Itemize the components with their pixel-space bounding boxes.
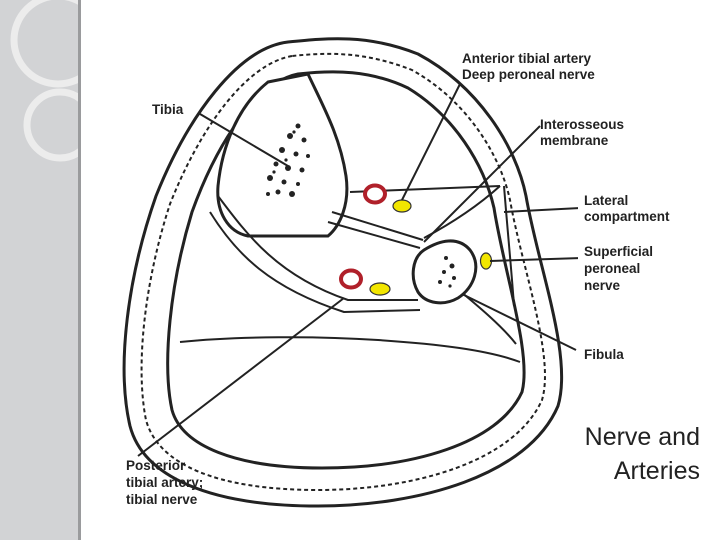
label-posterior-3: tibial nerve bbox=[126, 492, 198, 507]
lateral-septum bbox=[503, 185, 515, 307]
decorative-circles bbox=[10, 0, 78, 162]
slide-caption: Nerve and Arteries bbox=[500, 420, 700, 488]
leader-lines bbox=[137, 83, 578, 457]
tibia-marrow-speckles bbox=[266, 123, 310, 197]
posterior-septum bbox=[217, 195, 418, 301]
label-superficial-3: nerve bbox=[584, 278, 621, 293]
label-superficial-2: peroneal bbox=[584, 261, 641, 276]
caption-line-2: Arteries bbox=[613, 457, 700, 485]
label-interosseous-2: membrane bbox=[540, 133, 609, 148]
label-fibula: Fibula bbox=[584, 347, 624, 362]
label-superficial-1: Superficial bbox=[584, 244, 654, 259]
sidebar-divider bbox=[78, 0, 81, 540]
label-tibia: Tibia bbox=[152, 102, 184, 117]
slide-sidebar-decoration bbox=[0, 0, 78, 540]
label-lateral-1: Lateral bbox=[584, 193, 629, 208]
anterior-tibial-artery bbox=[363, 183, 387, 205]
tibial-nerve bbox=[369, 282, 391, 296]
label-posterior-1: Posterior bbox=[126, 458, 186, 473]
superficial-peroneal-nerve bbox=[479, 252, 493, 270]
posterior-tibial-artery bbox=[339, 268, 363, 290]
leg-cross-section-diagram bbox=[122, 37, 578, 508]
label-interosseous-1: Interosseous bbox=[540, 117, 625, 132]
fibula-marrow-speckles bbox=[438, 256, 456, 288]
label-anterior-tibial-artery: Anterior tibial artery bbox=[462, 51, 592, 66]
deep-peroneal-nerve bbox=[392, 199, 412, 213]
label-posterior-2: tibial artery; bbox=[126, 475, 204, 490]
label-deep-peroneal-nerve: Deep peroneal nerve bbox=[462, 67, 595, 82]
caption-line-1: Nerve and bbox=[584, 423, 700, 451]
label-lateral-2: compartment bbox=[584, 209, 670, 224]
tibia-bone bbox=[216, 72, 349, 238]
interosseous-membrane bbox=[331, 211, 424, 241]
